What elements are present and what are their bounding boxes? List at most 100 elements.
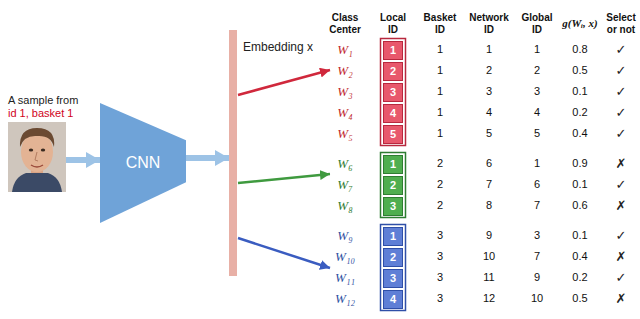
local-id: 3 [390, 87, 396, 98]
class-center-label: W₅ [329, 126, 361, 142]
table-cell: 3 [519, 229, 555, 242]
table-cell: 1 [422, 127, 458, 140]
class-center-label: W₂ [329, 63, 361, 79]
table-cell: 5 [519, 127, 555, 140]
image-caption: id 1, basket 1 [8, 107, 73, 119]
table-cell: 0.1 [562, 229, 598, 242]
local-id: 3 [390, 201, 396, 212]
table-cell: 0.4 [562, 250, 598, 263]
class-center-label: W₁₁ [329, 270, 361, 286]
table-cell: 0.1 [562, 85, 598, 98]
table-cell: 3 [422, 250, 458, 263]
table-cell: 5 [471, 127, 507, 140]
table-cell: 2 [471, 64, 507, 77]
table-cell: 9 [519, 271, 555, 284]
table-cell: 6 [471, 157, 507, 170]
select-mark: ✓ [606, 228, 636, 244]
class-center-label: W₈ [329, 198, 361, 214]
local-id: 3 [390, 273, 396, 284]
local-id-box: 3 [383, 197, 403, 216]
table-cell: 10 [519, 292, 555, 305]
select-mark: ✗ [606, 291, 636, 307]
column-header: Global ID [518, 12, 556, 36]
local-id: 4 [390, 108, 396, 119]
class-center-label: W₄ [329, 105, 361, 121]
embedding-bar: Embedding x [229, 30, 237, 276]
local-id: 1 [390, 231, 396, 242]
embedding-label: Embedding x [243, 40, 313, 54]
table-cell: 1 [422, 85, 458, 98]
local-id: 5 [390, 129, 396, 140]
group-arrow [238, 70, 330, 95]
table-cell: 2 [422, 199, 458, 212]
select-mark: ✓ [606, 105, 636, 121]
select-mark: ✓ [606, 63, 636, 79]
table-cell: 3 [422, 229, 458, 242]
local-id: 1 [390, 159, 396, 170]
select-mark: ✓ [606, 270, 636, 286]
table-cell: 2 [519, 64, 555, 77]
table-cell: 7 [471, 178, 507, 191]
select-mark: ✓ [606, 84, 636, 100]
table-cell: 0.5 [562, 292, 598, 305]
local-id: 4 [390, 294, 396, 305]
local-id-box: 3 [383, 83, 403, 102]
group-outline [381, 39, 406, 146]
table-cell: 1 [422, 106, 458, 119]
local-id-box: 3 [383, 269, 403, 288]
local-id-box: 4 [383, 104, 403, 123]
class-center-label: W₁₀ [329, 249, 361, 265]
class-center-label: W₉ [329, 228, 361, 244]
column-header: Class Center [325, 12, 365, 36]
table-cell: 1 [519, 43, 555, 56]
table-cell: 4 [519, 106, 555, 119]
local-id-box: 2 [383, 62, 403, 81]
local-id: 2 [390, 252, 396, 263]
select-mark: ✗ [606, 249, 636, 265]
local-id-box: 1 [383, 41, 403, 60]
select-mark: ✓ [606, 177, 636, 193]
local-id-box: 2 [383, 176, 403, 195]
select-mark: ✓ [606, 42, 636, 58]
table-cell: 7 [519, 250, 555, 263]
table-cell: 10 [471, 250, 507, 263]
table-cell: 0.2 [562, 106, 598, 119]
table-cell: 11 [471, 271, 507, 284]
column-header: g(Wᵢ, x) [555, 17, 605, 30]
table-cell: 0.4 [562, 127, 598, 140]
local-id-box: 2 [383, 248, 403, 267]
table-cell: 2 [422, 178, 458, 191]
table-cell: 3 [519, 85, 555, 98]
block-label: CNN [126, 154, 161, 172]
table-cell: 12 [471, 292, 507, 305]
flow-arrow [186, 155, 229, 161]
table-cell: 4 [471, 106, 507, 119]
group-arrow [238, 238, 330, 268]
column-header: Basket ID [420, 12, 460, 36]
column-header: Network ID [465, 12, 513, 36]
table-cell: 0.6 [562, 199, 598, 212]
table-cell: 1 [471, 43, 507, 56]
local-id: 2 [390, 66, 396, 77]
group-outline [381, 225, 406, 311]
table-cell: 3 [471, 85, 507, 98]
table-cell: 0.5 [562, 64, 598, 77]
table-cell: 8 [471, 199, 507, 212]
table-cell: 1 [519, 157, 555, 170]
image-caption: A sample from [8, 94, 78, 106]
table-cell: 7 [519, 199, 555, 212]
select-mark: ✗ [606, 198, 636, 214]
table-cell: 0.9 [562, 157, 598, 170]
local-id-box: 1 [383, 227, 403, 246]
local-id: 1 [390, 45, 396, 56]
class-center-label: W₁ [329, 42, 361, 58]
column-header: Select or not [602, 12, 640, 36]
class-center-label: W₇ [329, 177, 361, 193]
table-cell: 1 [422, 43, 458, 56]
input-image: A sample fromid 1, basket 1 [8, 122, 66, 192]
select-mark: ✓ [606, 126, 636, 142]
table-cell: 9 [471, 229, 507, 242]
face-photo [8, 122, 66, 192]
table-cell: 3 [422, 292, 458, 305]
